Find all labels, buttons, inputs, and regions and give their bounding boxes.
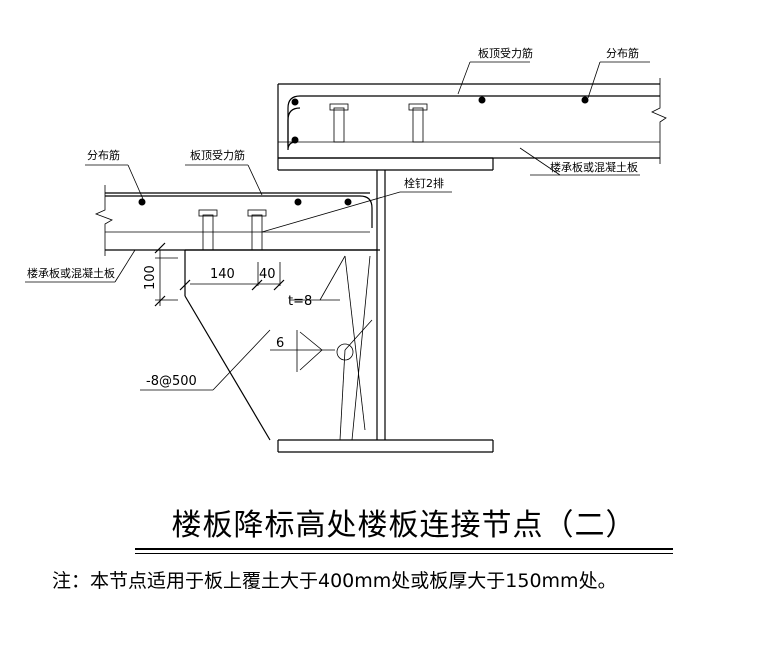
bracket-plate (154, 242, 377, 441)
dim-40: 40 (259, 267, 276, 282)
weld-symbol (270, 330, 335, 372)
page-title: 楼板降标高处楼板连接节点（二） (171, 508, 637, 543)
label-slab-lower: 楼承板或混凝土板 (27, 266, 115, 280)
dim-vertical-100: 100 (143, 265, 158, 290)
label-distribution-bar-upper: 分布筋 (606, 46, 639, 60)
label-top-bar-lower: 板顶受力筋 (190, 148, 245, 162)
upper-studs (329, 103, 428, 143)
upper-rebar-dots (291, 96, 589, 144)
footnote: 注：本节点适用于板上覆土大于400mm处或板厚大于150mm处。 (52, 570, 617, 592)
label-plate-thickness: t=8 (288, 294, 312, 309)
label-distribution-bar-lower: 分布筋 (87, 148, 120, 162)
stiffener-leader-diag (212, 329, 271, 391)
stiffener-leaders (290, 255, 373, 441)
title-underline-thin (135, 553, 673, 554)
label-leaders (25, 61, 650, 283)
label-slab-upper: 楼承板或混凝土板 (550, 160, 638, 174)
label-weld-size: 6 (276, 336, 284, 351)
label-top-bar-upper: 板顶受力筋 (478, 46, 533, 60)
lower-slab (94, 185, 380, 256)
label-stiffener: -8@500 (146, 374, 197, 389)
steel-beam (277, 157, 494, 453)
upper-slab (277, 78, 667, 164)
lower-studs (198, 209, 267, 251)
dim-140: 140 (210, 267, 235, 282)
label-studs: 栓钉2排 (404, 176, 444, 190)
lower-rebar-dots (138, 198, 352, 206)
title-underline-thick (135, 548, 673, 550)
